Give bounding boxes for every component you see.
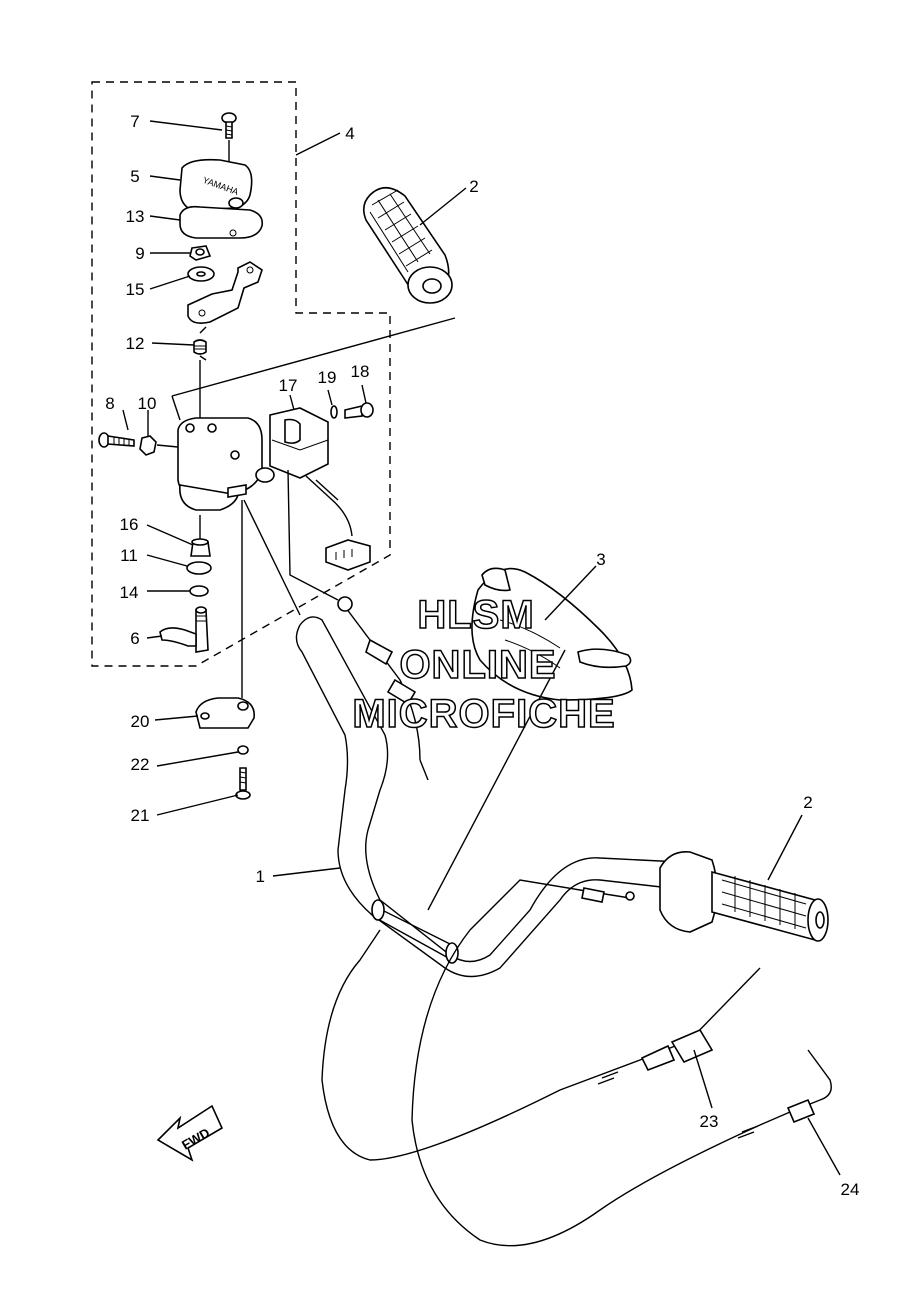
callout-17: 17 (279, 376, 298, 395)
screw-7 (221, 112, 237, 139)
choke-cable (337, 596, 429, 781)
lever-6 (159, 606, 209, 653)
callout-2-right-grip: 2 (803, 793, 812, 812)
washer-19 (330, 405, 338, 419)
callout-9: 9 (135, 244, 144, 263)
watermark-line-1: HLSM (417, 593, 534, 637)
callout-24: 24 (841, 1180, 860, 1199)
collar-16 (190, 538, 211, 557)
switch-cover-5: YAMAHA (179, 158, 253, 211)
right-grip-throttle (659, 851, 829, 942)
nut-9 (189, 245, 212, 261)
callout-18: 18 (351, 362, 370, 381)
callout-13: 13 (126, 207, 145, 226)
watermark-line-2: ONLINE (399, 643, 556, 687)
callout-1: 1 (256, 867, 265, 886)
washer-11 (186, 561, 212, 575)
switch-housing (177, 417, 275, 511)
left-grip (362, 186, 453, 304)
switch-17 (269, 407, 353, 537)
callout-21: 21 (131, 806, 150, 825)
spring-12 (193, 326, 207, 361)
leader-lines (122, 120, 841, 1176)
washer-22 (237, 745, 249, 755)
hand-guard (471, 567, 633, 701)
callout-2-left-grip: 2 (469, 177, 478, 196)
oring-14 (189, 585, 209, 597)
callout-23: 23 (700, 1112, 719, 1131)
callout-15: 15 (126, 280, 145, 299)
connector (325, 539, 371, 571)
callout-11: 11 (120, 546, 138, 565)
callout-10: 10 (138, 394, 157, 413)
callout-19: 19 (318, 368, 337, 387)
throttle-cable-24 (411, 879, 832, 1247)
clamp-20 (195, 697, 255, 729)
callout-16: 16 (120, 515, 139, 534)
callout-3: 3 (596, 550, 605, 569)
throttle-cable-23 (321, 929, 761, 1161)
callout-6: 6 (130, 629, 139, 648)
callout-14: 14 (120, 583, 139, 602)
bolt-21 (235, 767, 251, 800)
callout-5: 5 (130, 167, 139, 186)
callout-22: 22 (131, 755, 150, 774)
callout-7: 7 (130, 112, 139, 131)
gasket-13 (179, 205, 264, 239)
forward-direction-arrow: FWD (156, 1104, 224, 1162)
watermark: HLSM ONLINE MICROFICHE (352, 592, 616, 737)
callout-4: 4 (345, 124, 354, 143)
assembly-boundary-4 (91, 81, 391, 667)
callout-8: 8 (105, 394, 114, 413)
screw-8 (98, 432, 135, 448)
screw-18 (344, 402, 374, 419)
washer-15 (187, 266, 215, 282)
callout-20: 20 (131, 712, 150, 731)
nut-10 (139, 435, 157, 456)
bracket (187, 261, 263, 324)
handlebar (295, 616, 681, 978)
watermark-line-3: MICROFICHE (352, 692, 615, 736)
callout-12: 12 (126, 334, 145, 353)
